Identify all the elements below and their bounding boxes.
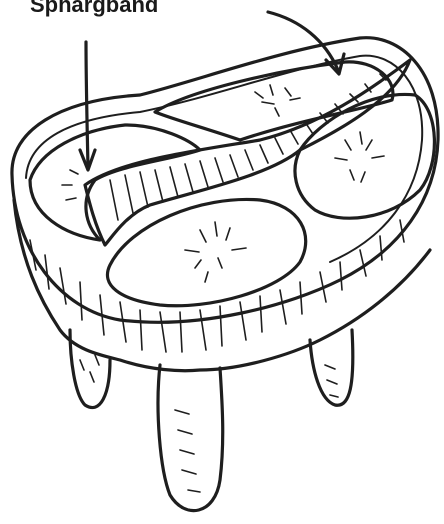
pointer-arrow-left <box>80 42 95 170</box>
label-sphärgband: Sphärgband <box>30 0 158 17</box>
lobe-center <box>158 365 223 511</box>
lower-body <box>14 200 430 371</box>
outer-rim <box>12 38 438 323</box>
lobe-left <box>70 330 110 408</box>
chamber-front <box>107 199 305 305</box>
